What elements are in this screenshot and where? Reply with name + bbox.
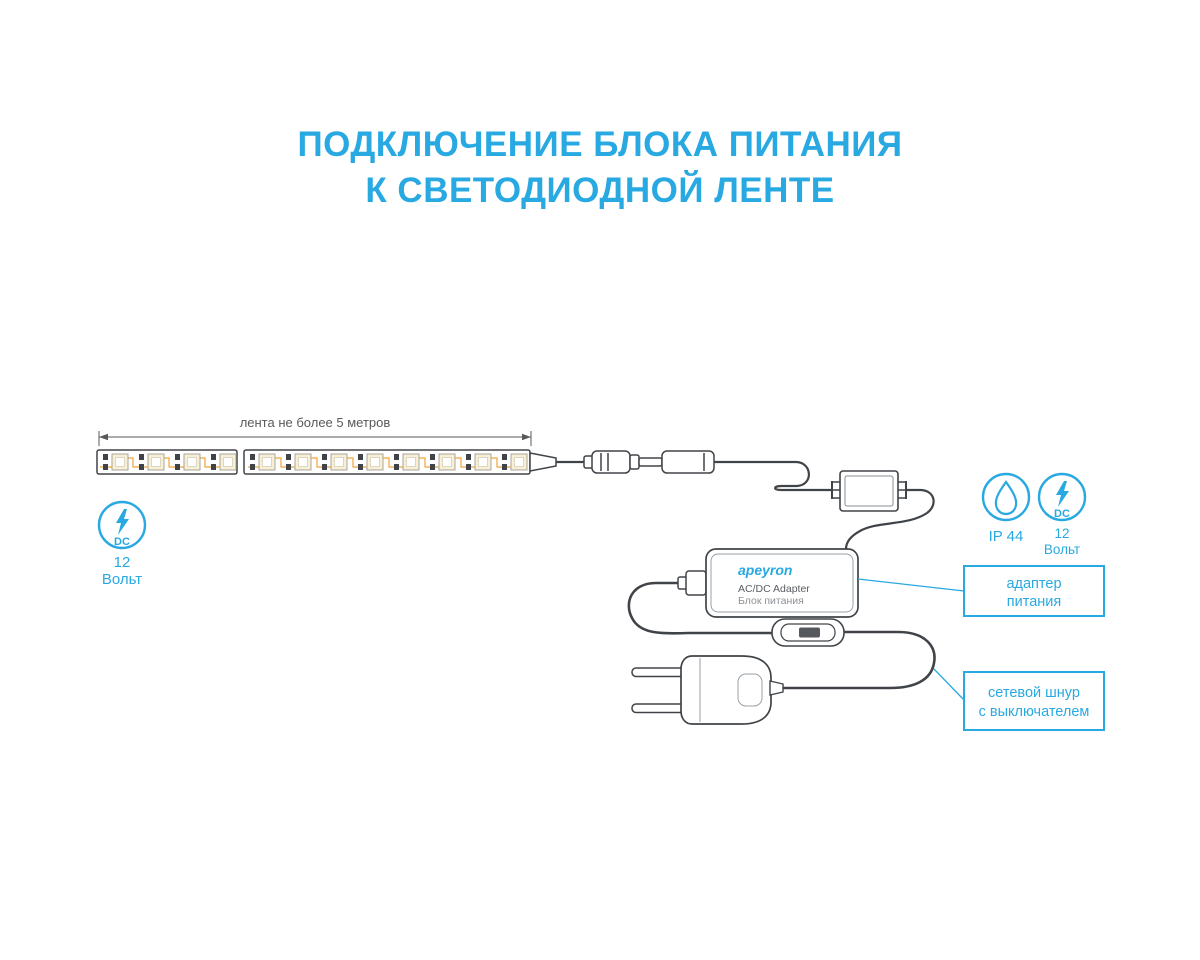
dc-abbr: DC	[114, 536, 130, 548]
plug-body	[680, 655, 772, 725]
led-strip	[96, 449, 586, 475]
plug-cable-boot	[769, 680, 784, 696]
strip-dimension	[98, 431, 532, 446]
power-plug	[631, 655, 784, 725]
strip-end-cap	[529, 452, 557, 472]
adapter-body-inner	[710, 553, 854, 613]
callout-cord-line2: с выключателем	[979, 704, 1090, 720]
inline-switch	[771, 618, 845, 647]
cord-adapter-to-switch	[627, 581, 772, 635]
dc-wire	[714, 460, 832, 492]
adapter-body	[705, 548, 859, 618]
title-line-2: К СВЕТОДИОДНОЙ ЛЕНТЕ	[365, 171, 835, 211]
title-line-1: ПОДКЛЮЧЕНИЕ БЛОКА ПИТАНИЯ	[297, 125, 903, 164]
adapter-name-label: Блок питания	[738, 595, 804, 607]
dimension-arrow-left-icon	[99, 433, 108, 441]
voltage-value: 12	[114, 554, 131, 571]
callout-adapter-line1: адаптер	[1006, 576, 1061, 592]
callout-box	[963, 671, 1105, 731]
dc-abbr: DC	[1054, 508, 1070, 520]
voltage-unit: Вольт	[102, 571, 142, 588]
badge-dc-left: DC 12 Вольт	[97, 500, 147, 588]
ip-rating-label: IP 44	[989, 528, 1024, 545]
voltage-value: 12	[1054, 526, 1069, 541]
callout-adapter-line2: питания	[1007, 594, 1061, 610]
lightning-icon	[116, 509, 129, 535]
switch-toggle	[799, 627, 820, 638]
voltage-unit: Вольт	[1044, 542, 1080, 557]
dimension-arrow-right-icon	[522, 433, 531, 441]
strip-length-label: лента не более 5 метров	[240, 415, 391, 430]
page-title: ПОДКЛЮЧЕНИЕ БЛОКА ПИТАНИЯ К СВЕТОДИОДНОЙ…	[0, 122, 1200, 214]
callout-adapter: адаптер питания	[857, 565, 1105, 617]
callout-cord-line1: сетевой шнур	[988, 685, 1080, 701]
callout-leader-line	[857, 578, 965, 592]
connector-block	[831, 470, 907, 512]
adapter-strain-relief	[685, 570, 707, 596]
plug-pin	[631, 703, 685, 714]
lightning-icon	[1056, 481, 1069, 507]
block-to-adapter-wire	[844, 488, 935, 550]
badge-ip44: IP 44	[981, 472, 1031, 545]
badge-dc-right: DC 12 Вольт	[1037, 472, 1087, 557]
cord-switch-to-plug	[780, 630, 936, 690]
adapter-brand-logo: apeyron	[738, 562, 792, 578]
plug-pin	[631, 667, 685, 678]
water-drop-icon	[994, 480, 1018, 516]
dc-connector	[583, 450, 715, 474]
power-adapter: apeyron AC/DC Adapter Блок питания	[677, 548, 859, 618]
callout-leader-line	[933, 668, 965, 701]
callout-box	[963, 565, 1105, 617]
adapter-type-label: AC/DC Adapter	[738, 583, 810, 595]
callout-cord: сетевой шнур с выключателем	[933, 668, 1105, 731]
